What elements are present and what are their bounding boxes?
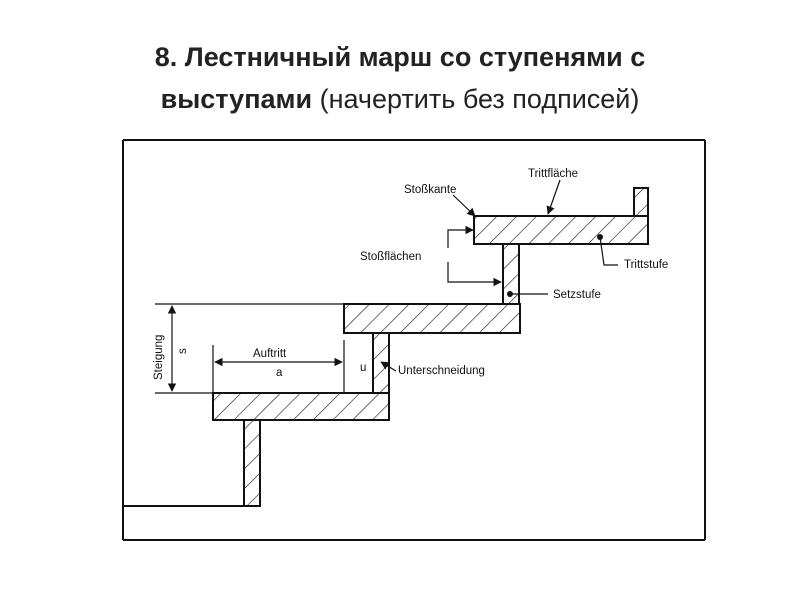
title-line-2: выступами (начертить без подписей) <box>20 78 780 120</box>
label-setzstufe: Setzstufe <box>553 289 601 301</box>
label-trittstufe: Trittstufe <box>624 259 668 271</box>
tread-3 <box>473 215 649 245</box>
tread-1 <box>212 392 390 421</box>
title-bold-2: выступами <box>160 84 313 114</box>
label-stossflaechen: Stoßflächen <box>360 251 421 263</box>
tread-2 <box>343 303 521 334</box>
title-bold-1: 8. Лестничный марш со ступенями с <box>154 42 646 72</box>
setzstufe-dot <box>507 291 513 297</box>
slide-title: 8. Лестничный марш со ступенями с выступ… <box>20 36 780 120</box>
label-a: a <box>276 367 283 379</box>
leader-lines <box>380 179 618 372</box>
label-s: s <box>177 348 189 354</box>
figure-frame <box>122 139 706 541</box>
label-unterschneidung: Unterschneidung <box>398 365 485 377</box>
label-trittflaeche: Trittfläche <box>528 168 578 180</box>
label-steigung: Steigung <box>153 335 165 380</box>
top-riser <box>633 187 649 217</box>
trittstufe-dot <box>597 234 603 240</box>
label-stosskante: Stoßkante <box>404 184 456 196</box>
label-auftritt: Auftritt <box>253 348 287 360</box>
title-line-1: 8. Лестничный марш со ступенями с <box>20 36 780 78</box>
bottom-riser <box>123 419 261 507</box>
dimension-lines <box>155 303 345 394</box>
riser-2 <box>372 332 390 394</box>
title-normal-2: (начертить без подписей) <box>319 84 640 114</box>
label-u: u <box>360 362 366 374</box>
